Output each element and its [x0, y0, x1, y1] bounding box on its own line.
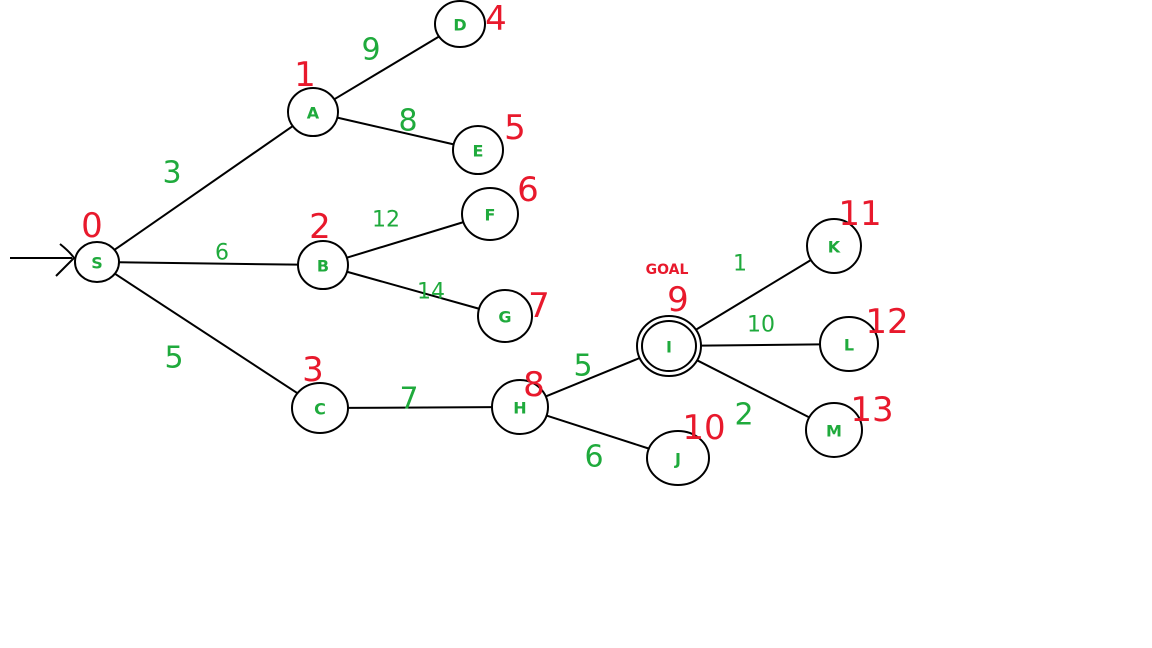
goal-node-inner-ring	[641, 320, 697, 372]
node-G-circle	[477, 289, 533, 343]
node-E: E	[452, 125, 504, 175]
visit-order-J: 10	[682, 408, 725, 448]
node-C-label: C	[314, 400, 326, 419]
node-S: S	[74, 241, 120, 283]
node-D-circle	[434, 0, 486, 48]
visit-order-K: 11	[838, 194, 881, 234]
visit-order-M: 13	[850, 390, 893, 430]
edge-B-G	[346, 270, 480, 310]
node-A-label: A	[307, 104, 320, 123]
goal-label: GOAL	[646, 262, 689, 278]
node-H-label: H	[513, 399, 526, 418]
node-K-label: K	[828, 238, 841, 257]
edge-S-C	[114, 272, 298, 395]
node-K-circle	[806, 218, 862, 274]
node-J-label: J	[674, 450, 681, 469]
node-C: C	[291, 382, 349, 434]
edge-A-E	[337, 116, 454, 146]
node-D: D	[434, 0, 486, 48]
node-S-label: S	[91, 254, 103, 273]
edge-H-I	[545, 357, 641, 398]
node-D-label: D	[453, 16, 466, 35]
edge-weight-A-E: 8	[398, 104, 417, 139]
visit-order-G: 7	[528, 286, 550, 326]
edge-S-A	[113, 125, 294, 251]
node-B-label: B	[317, 257, 329, 276]
visit-order-E: 5	[504, 108, 526, 148]
edge-B-F	[346, 221, 464, 259]
edge-I-M	[696, 359, 810, 419]
node-L-circle	[819, 316, 879, 372]
node-I-label: I	[666, 338, 672, 357]
node-C-circle	[291, 382, 349, 434]
visit-order-F: 6	[517, 170, 539, 210]
node-E-circle	[452, 125, 504, 175]
edge-S-B	[118, 261, 299, 266]
edge-weight-I-L: 10	[747, 313, 775, 338]
visit-order-L: 12	[865, 302, 908, 342]
node-A: A	[287, 87, 339, 137]
edge-weight-S-C: 5	[164, 341, 183, 376]
edge-weight-B-G: 14	[417, 280, 445, 305]
node-M-label: M	[826, 422, 842, 441]
edges-layer	[113, 35, 821, 450]
node-E-label: E	[473, 142, 484, 161]
nodes-layer: S A B C D E F G H I J K L M	[74, 0, 879, 486]
edge-C-H	[347, 406, 493, 409]
edge-weight-C-H: 7	[399, 382, 418, 417]
edge-I-K	[695, 259, 812, 331]
visit-order-H: 8	[523, 365, 545, 405]
edge-weight-S-B: 6	[215, 241, 229, 266]
edge-weight-H-I: 5	[573, 349, 592, 384]
node-J-circle	[646, 430, 710, 486]
node-G-label: G	[498, 308, 511, 327]
node-B: B	[297, 240, 349, 290]
node-J: J	[646, 430, 710, 486]
node-M-circle	[805, 402, 863, 458]
start-arrow-icon	[10, 243, 76, 277]
visit-order-A: 1	[294, 55, 316, 95]
edge-weight-S-A: 3	[162, 156, 181, 191]
node-I: I	[636, 315, 702, 377]
node-F-label: F	[485, 206, 496, 225]
visit-order-I: 9	[667, 280, 689, 320]
node-H: H	[491, 379, 549, 435]
node-K: K	[806, 218, 862, 274]
node-A-circle	[287, 87, 339, 137]
edge-H-J	[546, 414, 650, 450]
edge-weight-I-M: 2	[734, 398, 753, 433]
node-G: G	[477, 289, 533, 343]
node-B-circle	[297, 240, 349, 290]
node-H-circle	[491, 379, 549, 435]
visit-order-C: 3	[302, 350, 324, 390]
node-F-circle	[461, 187, 519, 241]
node-L: L	[819, 316, 879, 372]
visit-order-S: 0	[81, 206, 103, 246]
node-F: F	[461, 187, 519, 241]
edge-weight-I-K: 1	[733, 252, 747, 277]
edge-weight-A-D: 9	[361, 33, 380, 68]
node-L-label: L	[844, 336, 854, 355]
edge-I-L	[700, 343, 821, 347]
node-S-circle	[74, 241, 120, 283]
visit-order-B: 2	[309, 207, 331, 247]
visit-order-D: 4	[485, 0, 507, 39]
edge-A-D	[333, 35, 440, 101]
edge-weight-B-F: 12	[372, 208, 400, 233]
edge-weight-H-J: 6	[584, 440, 603, 475]
node-M: M	[805, 402, 863, 458]
